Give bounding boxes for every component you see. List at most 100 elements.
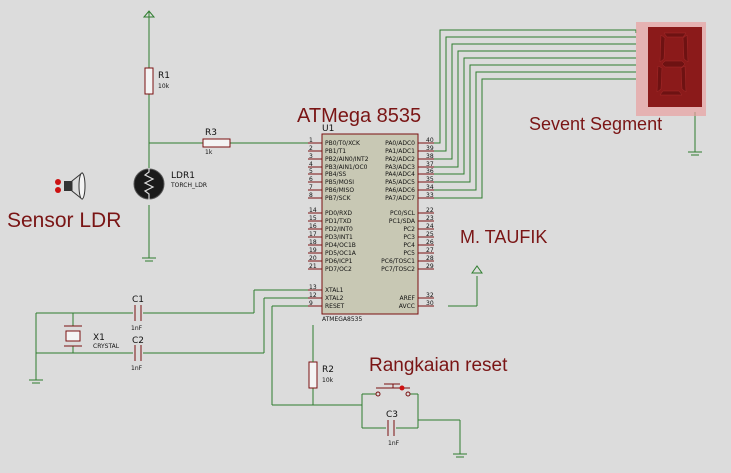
pin-number: 4 xyxy=(309,161,313,168)
seven-segment-display[interactable] xyxy=(636,22,706,116)
capacitor-c1[interactable]: C1 1nF xyxy=(131,295,144,332)
pin-name: PC2 xyxy=(403,226,415,233)
pin-number: 19 xyxy=(309,247,317,254)
ground-symbol-segment xyxy=(688,151,702,156)
pin-number: 34 xyxy=(426,184,434,191)
pin-name: PA3/ADC3 xyxy=(385,164,415,171)
pin-number: 37 xyxy=(426,161,434,168)
pin-3[interactable]: 3 PB2/AIN0/INT2 xyxy=(308,153,369,163)
capacitor-c3[interactable]: C3 1nF xyxy=(386,410,400,447)
pin-number: 5 xyxy=(309,168,313,175)
pin-name: PD6/ICP1 xyxy=(325,258,353,265)
pin-number: 29 xyxy=(426,263,434,270)
pin-number: 40 xyxy=(426,137,434,144)
pin-number: 30 xyxy=(426,300,434,307)
pin-name: PB3/AIN1/OC0 xyxy=(325,164,368,171)
pin-number: 3 xyxy=(309,153,313,160)
c2-value: 1nF xyxy=(131,365,143,372)
reset-pushbutton[interactable] xyxy=(375,383,411,397)
vcc-terminal-r1 xyxy=(142,10,156,20)
pin-number: 32 xyxy=(426,292,434,299)
pin-number: 6 xyxy=(309,176,313,183)
pin-name: PB1/T1 xyxy=(325,148,346,155)
r1-ref: R1 xyxy=(158,71,170,81)
pin-number: 26 xyxy=(426,239,434,246)
capacitor-c2[interactable]: C2 1nF xyxy=(131,336,144,372)
c3-ref: C3 xyxy=(386,410,398,420)
pin-number: 9 xyxy=(309,300,313,307)
pin-name: PB2/AIN0/INT2 xyxy=(325,156,369,163)
r2-ref: R2 xyxy=(322,365,334,375)
pin-number: 2 xyxy=(309,145,313,152)
pin-name: PA2/ADC2 xyxy=(385,156,415,163)
pin-name: PC0/SCL xyxy=(390,210,416,217)
pin-2[interactable]: 2 PB1/T1 xyxy=(308,145,346,155)
pin-5[interactable]: 5 PB4/SS xyxy=(308,168,346,178)
pin-name: PB4/SS xyxy=(325,171,346,178)
torch-icon[interactable] xyxy=(55,171,86,201)
pin-number: 33 xyxy=(426,192,434,199)
x1-part: CRYSTAL xyxy=(93,343,120,350)
pin-number: 36 xyxy=(426,168,434,175)
pin-number: 25 xyxy=(426,231,434,238)
pin-name: PD0/RXD xyxy=(325,210,352,217)
pin-32[interactable]: 32 AREF xyxy=(399,292,434,302)
crystal-x1[interactable]: X1 CRYSTAL xyxy=(64,325,120,350)
pin-name: PB7/SCK xyxy=(325,195,352,202)
pin-name: PA0/ADC0 xyxy=(385,140,415,147)
ldr-sensor[interactable]: LDR1 TORCH_LDR xyxy=(133,163,207,200)
pin-40[interactable]: 40 PA0/ADC0 xyxy=(385,137,434,147)
pin-number: 28 xyxy=(426,255,434,262)
pin-name: AREF xyxy=(399,295,415,302)
u1-part: ATMEGA8535 xyxy=(322,316,362,323)
wires xyxy=(35,20,696,454)
c2-ref: C2 xyxy=(132,336,144,346)
resistor-r2[interactable]: R2 10k xyxy=(308,361,334,389)
pin-34[interactable]: 34 PA6/ADC6 xyxy=(385,184,434,194)
pin-number: 15 xyxy=(309,215,317,222)
seven-segment-label: Sevent Segment xyxy=(529,114,662,134)
resistor-r3[interactable]: R3 1k xyxy=(202,128,231,156)
pin-number: 17 xyxy=(309,231,317,238)
c1-value: 1nF xyxy=(131,325,143,332)
r3-ref: R3 xyxy=(205,128,217,138)
pin-name: PA6/ADC6 xyxy=(385,187,415,194)
pin-number: 23 xyxy=(426,215,434,222)
pin-number: 16 xyxy=(309,223,317,230)
pin-37[interactable]: 37 PA3/ADC3 xyxy=(385,161,434,171)
resistor-r1[interactable]: R1 10k xyxy=(144,67,170,95)
pin-4[interactable]: 4 PB3/AIN1/OC0 xyxy=(308,161,368,171)
